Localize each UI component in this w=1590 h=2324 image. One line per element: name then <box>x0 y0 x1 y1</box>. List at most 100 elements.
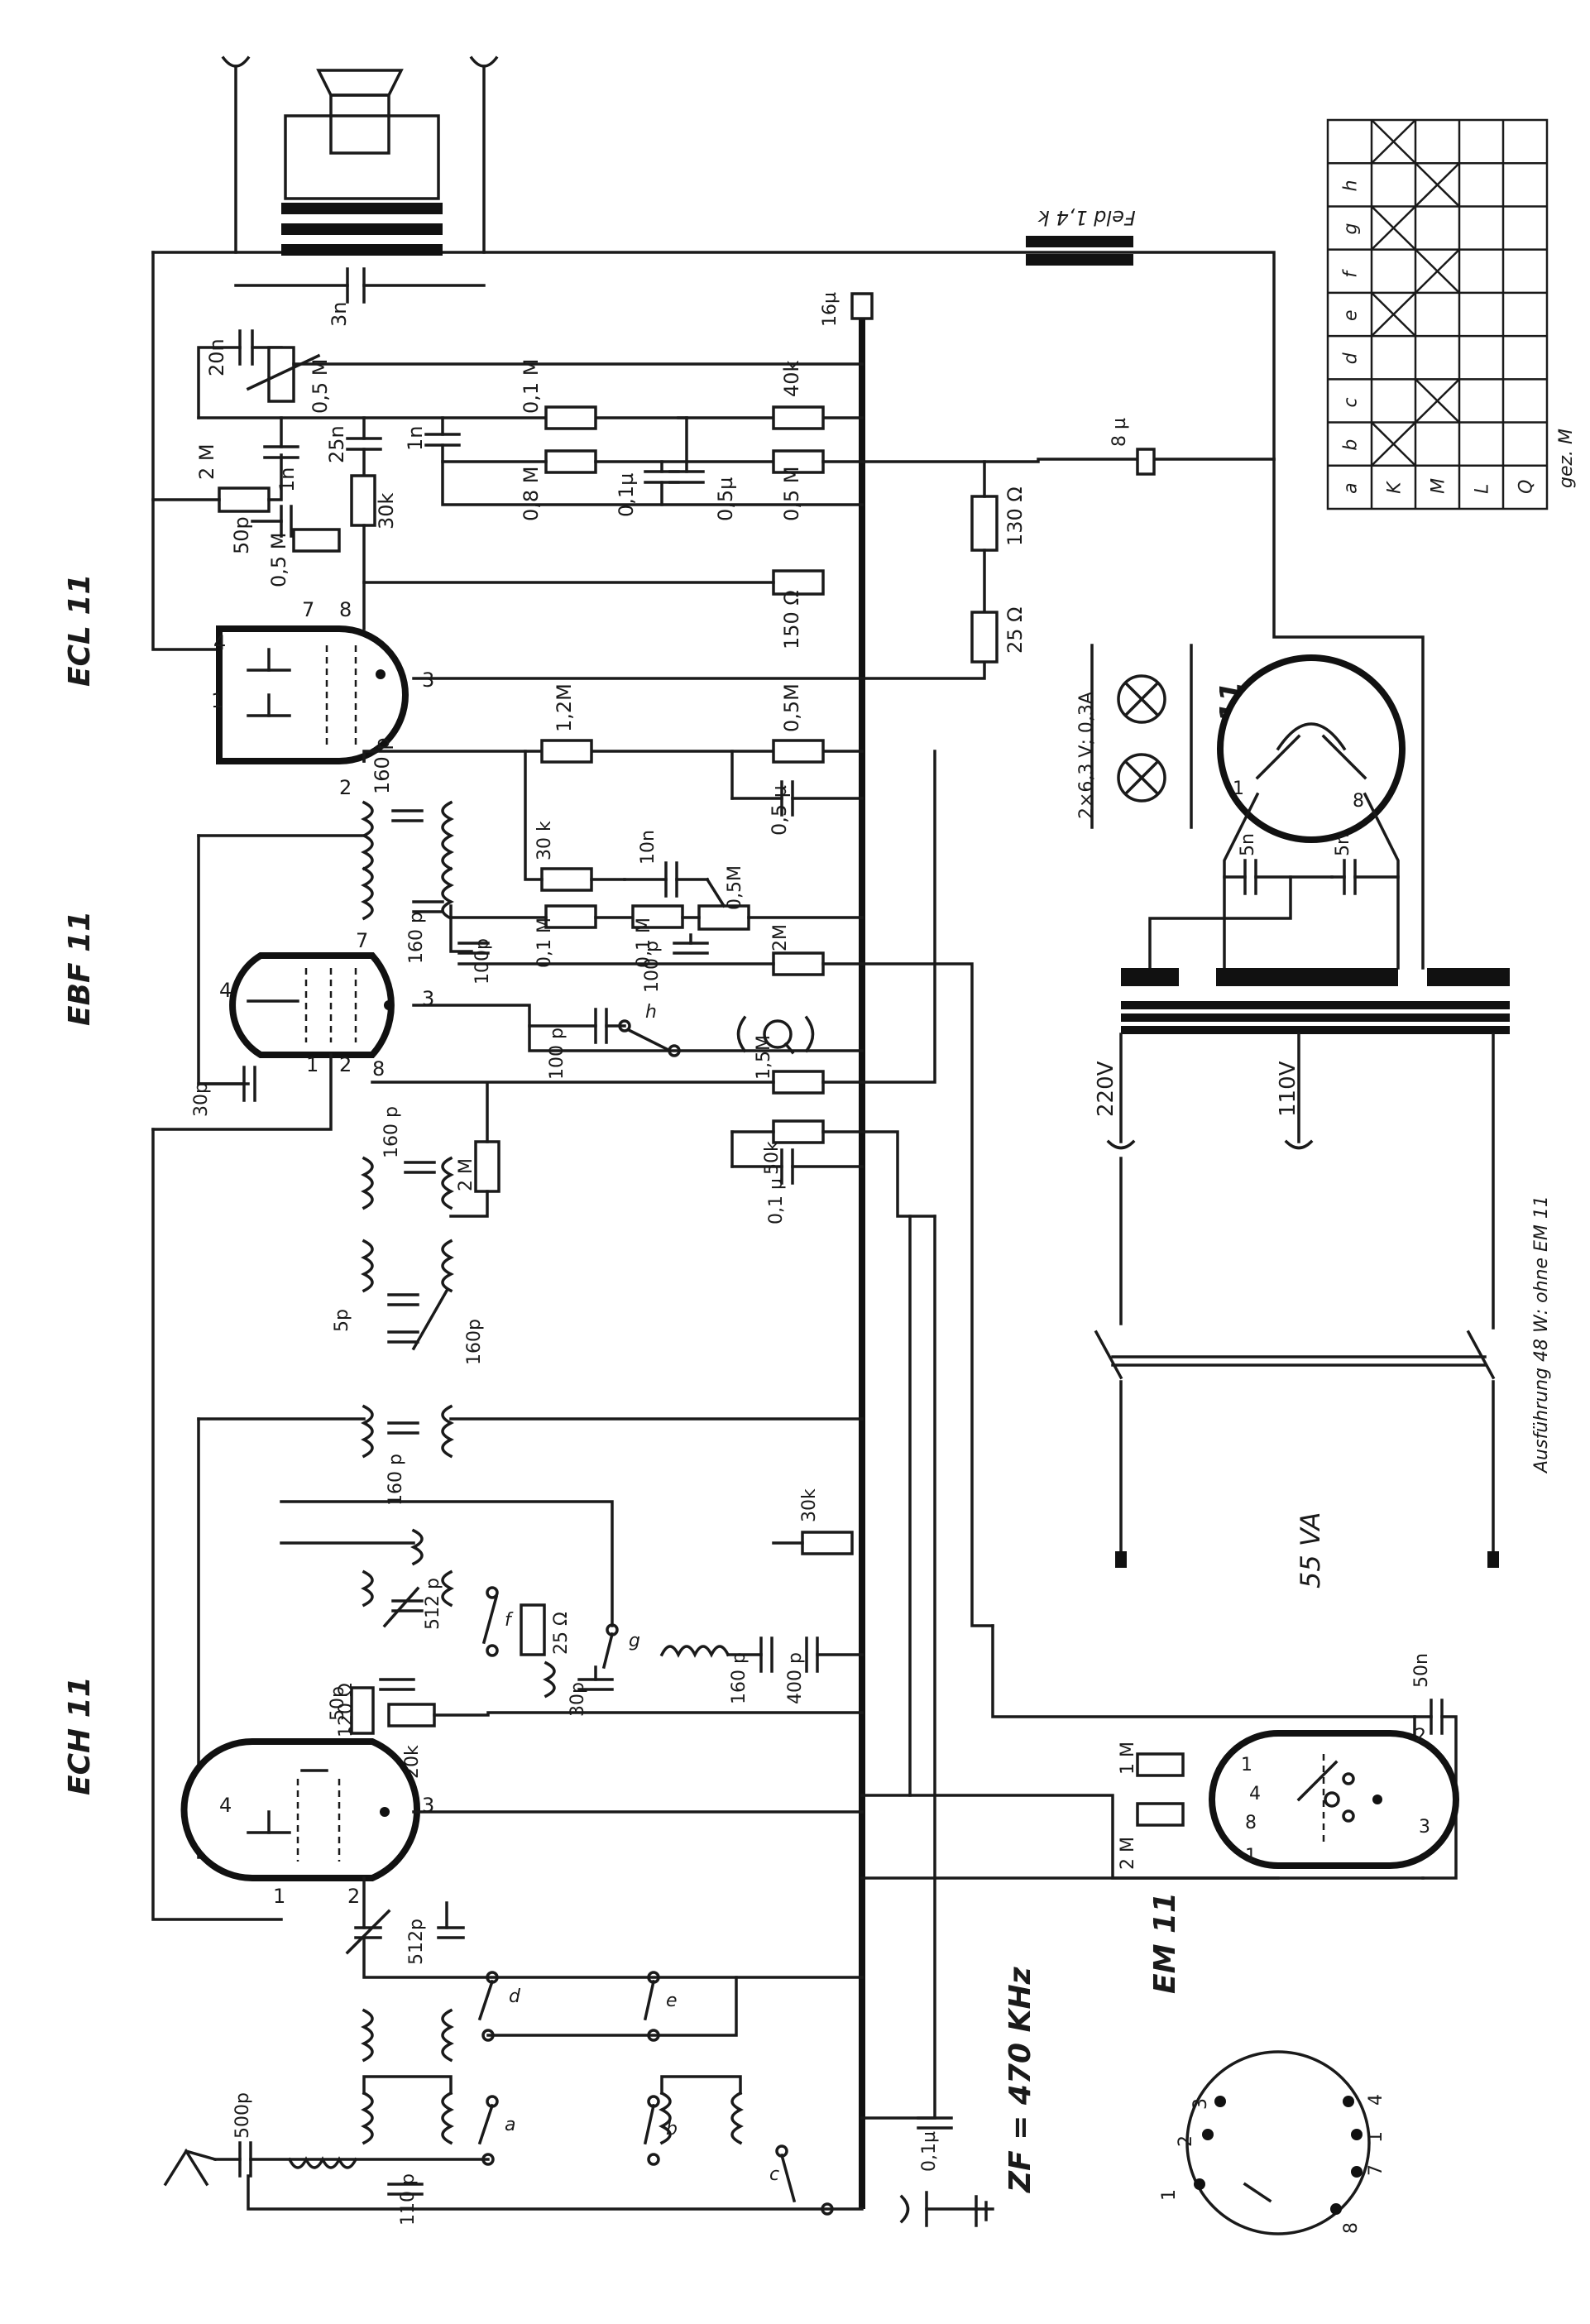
cap-10n: 10n <box>623 830 709 898</box>
switch-a[interactable]: a <box>477 2095 515 2166</box>
switch-c[interactable]: c <box>769 2144 834 2216</box>
table-mark <box>1415 378 1460 424</box>
value-01m-a: 0,1 M <box>520 358 543 414</box>
wire-ecl-cathode <box>412 611 986 680</box>
cap-50p-b: 50p <box>328 1678 415 1721</box>
cap-01u-c: 0,1µ <box>860 1215 953 2172</box>
value-1n-b: 1n <box>404 426 427 451</box>
wire-az-anode-2 <box>1363 792 1400 970</box>
cap-1n-b: 1n <box>404 416 864 506</box>
value-2m-em: 2 M <box>1118 1837 1138 1870</box>
value-50p: 50p <box>230 516 253 554</box>
tube-label-ech11: ECH 11 <box>63 1676 97 1795</box>
power-label: 55 VA <box>1295 1512 1326 1589</box>
switch-f[interactable]: f <box>481 1586 514 1657</box>
if-transformer-1: 160 p <box>197 737 454 871</box>
input-tank: 512p <box>345 1876 864 1979</box>
value-25n: 25n <box>325 425 348 463</box>
switch-g[interactable]: g <box>601 1623 640 1670</box>
cap-100p-c: 100 p <box>528 1008 626 1080</box>
value-30p-b: 30p <box>568 1682 588 1717</box>
cap-25n: 25n <box>325 416 382 477</box>
ecl11-pin-2: 2 <box>339 776 352 799</box>
coil-input-1 <box>361 2008 454 2063</box>
if-transformer-3: 160 p <box>361 1106 454 1210</box>
socket-pin-7: 7 <box>1366 2164 1386 2176</box>
res-2m: 2 M <box>151 443 283 513</box>
switch-h[interactable]: h <box>618 1002 681 1057</box>
wire-az-cathode <box>1272 458 1425 970</box>
value-400p: 400 p <box>785 1652 806 1704</box>
value-05u: 0,5µ <box>714 477 737 521</box>
cap-3n: 3n <box>234 267 486 327</box>
ebf11-pin-1: 1 <box>306 1053 318 1076</box>
table-mark <box>1371 421 1416 467</box>
tube-ebf11[interactable]: 4 7 1 2 8 3 <box>219 929 434 1081</box>
switch-b[interactable]: b <box>643 2095 678 2166</box>
table-col-header: h <box>1341 180 1362 191</box>
pickup-jack-icon: Q <box>736 1015 815 1055</box>
cap-110p: 110 p <box>287 2156 424 2226</box>
mains-transformer <box>1121 968 1510 1034</box>
potentiometer-05m[interactable]: 0,5M <box>697 865 864 931</box>
res-150: 150 Ω <box>362 569 825 649</box>
table-mark <box>1415 162 1460 208</box>
ech11-pin-3: 3 <box>422 1794 434 1817</box>
socket-pin-4: 4 <box>1366 2094 1386 2106</box>
potentiometer-volume[interactable]: 0,5 M <box>246 346 864 414</box>
mains-110-label: 110V <box>1276 1061 1300 1117</box>
b-plus-rail <box>151 251 1276 461</box>
table-col-header: f <box>1341 269 1362 278</box>
speaker-jack-right-icon <box>469 55 499 68</box>
socket-pin-1: 1 <box>1159 2189 1180 2201</box>
tube-az11[interactable]: 1 8 <box>1217 654 1406 843</box>
switch-f-label: f <box>505 1610 514 1631</box>
mains-220-label: 220V <box>1094 1061 1118 1117</box>
value-1m-em: 1 M <box>1118 1742 1138 1775</box>
tube-socket-diagram: 1 2 3 4 1 7 8 <box>1159 2050 1386 2235</box>
res-2m-em: 2 M <box>1118 1802 1185 1870</box>
value-40k: 40k <box>780 360 803 397</box>
ecl11-pin-7: 7 <box>302 598 314 621</box>
if-transformer-2: 160 p 100p <box>361 866 493 985</box>
cap-5n-a: 5n <box>1223 833 1334 895</box>
switch-d[interactable]: d <box>477 1971 521 2042</box>
switch-e[interactable]: e <box>643 1971 678 2042</box>
cap-30p-b: 30p <box>568 1665 614 1717</box>
em11-pin-2: 2 <box>1415 1726 1426 1747</box>
table-col-header: b <box>1341 439 1362 451</box>
value-110p: 110 p <box>398 2173 419 2226</box>
table-col-header: c <box>1341 397 1362 407</box>
mains-switch[interactable] <box>1094 1033 1499 1568</box>
value-pot-05m-b: 0,5M <box>725 865 745 910</box>
cap-8u: 8 µ <box>1109 418 1156 476</box>
value-1n-a: 1n <box>275 467 299 492</box>
res-05m-b: 0,5 M <box>772 449 1040 521</box>
value-50p-b: 50p <box>328 1686 348 1721</box>
value-3n: 3n <box>328 302 351 327</box>
switch-e-label: e <box>666 1991 678 2011</box>
table-mark <box>1371 291 1416 338</box>
em11-pin-1: 1 <box>1241 1755 1252 1775</box>
wire-az-center <box>1148 875 1292 970</box>
table-col-header: g <box>1341 223 1362 235</box>
res-50k: 50k <box>730 1119 936 1218</box>
tube-ech11[interactable]: a 4 1 2 3 <box>180 1715 434 1908</box>
tube-ecl11[interactable]: 1 4 7 8 2 3 <box>211 598 434 799</box>
tube-em11[interactable]: 1 4 8 1 2 3 <box>1209 1726 1459 1869</box>
speaker-jack-left-icon <box>221 55 251 68</box>
tube-label-ebf11: EBF 11 <box>63 911 97 1026</box>
socket-pin-8: 8 <box>1341 2222 1362 2234</box>
res-25: 25 Ω <box>970 606 1027 664</box>
value-5n-a: 5n <box>1238 833 1258 856</box>
value-30k-b: 30 k <box>534 821 555 860</box>
value-20n: 20n <box>205 338 228 376</box>
cap-160p-osc: 160 p <box>729 1636 773 1704</box>
res-08m: 0,8 M <box>441 449 775 521</box>
osc-tank: 512 p <box>361 1569 454 1630</box>
cap-01u: 0,1µ <box>615 460 680 517</box>
cap-500p: 500p <box>213 2092 490 2178</box>
ebf11-pin-7: 7 <box>356 929 368 952</box>
socket-pin-5: 1 <box>1366 2131 1386 2143</box>
em11-pin-8: 8 <box>1245 1813 1257 1833</box>
